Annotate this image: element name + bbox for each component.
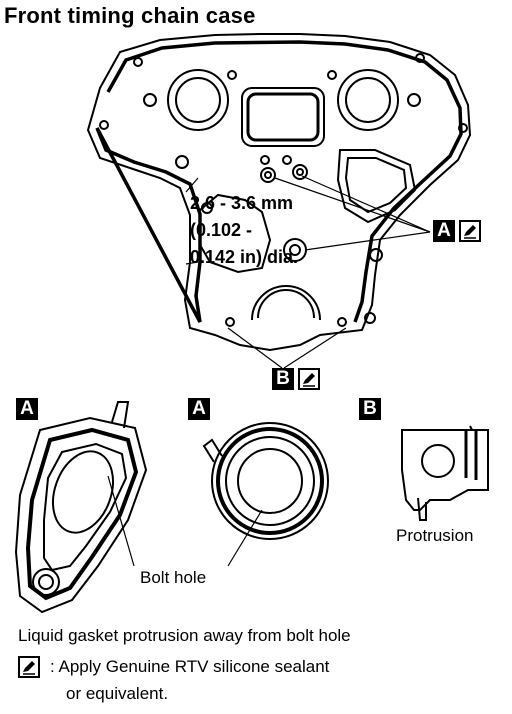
dim-line-3: 0.142 in) dia. [190,247,299,267]
center-cover [241,87,325,147]
detail-a1-tag: A [16,398,38,420]
page-title: Front timing chain case [4,3,256,28]
detail-a2-tag: A [188,398,210,420]
note-protrusion: Liquid gasket protrusion away from bolt … [18,626,351,645]
left-opening [167,69,229,131]
pen-icon [18,656,40,678]
dim-line-1: 2.6 - 3.6 mm [190,193,294,213]
sealant-bead [95,40,463,323]
crank-opening [257,289,315,319]
detail-b-drawing [401,425,489,521]
marker-b: B [272,368,294,390]
bead-diameter-label: 2.6 - 3.6 mm (0.102 - 0.142 in) dia. [190,190,298,271]
right-opening [337,69,399,131]
case-outline [86,33,472,352]
detail-a2-drawing [202,422,329,567]
pen-icon [298,368,320,390]
detail-b-tag: B [359,398,381,420]
note-sealant: : Apply Genuine RTV silicone sealant [50,657,330,676]
pen-icon [459,220,481,242]
marker-a: A [433,220,455,242]
detail-a1-drawing [14,401,148,614]
protrusion-label: Protrusion [396,526,474,545]
dim-line-2: (0.102 - [190,220,253,240]
bolt-hole-label: Bolt hole [140,568,207,587]
note-equivalent: or equivalent. [66,684,169,703]
